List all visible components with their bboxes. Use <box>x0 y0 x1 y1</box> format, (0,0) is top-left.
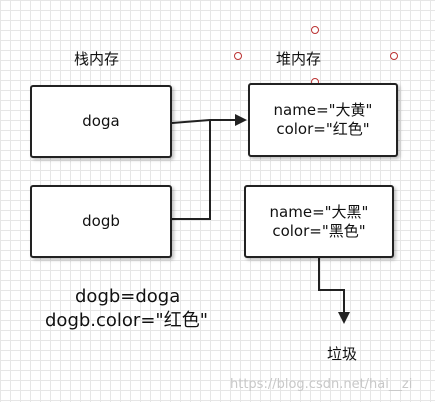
garbage-label: 垃圾 <box>327 345 358 363</box>
watermark: https://blog.csdn.net/hai__zi <box>230 377 413 392</box>
garbage-arrow <box>318 258 350 324</box>
stack-box-dogb[interactable]: dogb <box>30 185 172 258</box>
stack-box-label: doga <box>82 112 120 130</box>
heap-box-dahei[interactable]: name="大黑" color="黑色" <box>244 185 394 258</box>
heap-box-dahuang[interactable]: name="大黄" color="红色" <box>248 83 398 157</box>
heap-box-color: color="红色" <box>276 120 370 138</box>
code-line-assignment: dogb=doga <box>75 286 181 307</box>
heap-box-name: name="大黑" <box>269 202 369 221</box>
heap-box-color: color="黑色" <box>272 221 366 240</box>
stack-box-doga[interactable]: doga <box>30 85 172 158</box>
selection-handle-right[interactable] <box>390 52 398 60</box>
stack-box-label: dogb <box>82 212 120 230</box>
stack-memory-label: 栈内存 <box>74 50 120 68</box>
code-line-color: dogb.color="红色" <box>45 310 208 331</box>
heap-memory-label: 堆内存 <box>276 50 322 68</box>
heap-box-name: name="大黄" <box>273 101 373 119</box>
selection-handle-top[interactable] <box>311 26 319 34</box>
dogb-to-heap-arrow <box>172 120 211 220</box>
selection-handle-left[interactable] <box>234 52 242 60</box>
doga-to-heap-arrow <box>171 114 247 126</box>
